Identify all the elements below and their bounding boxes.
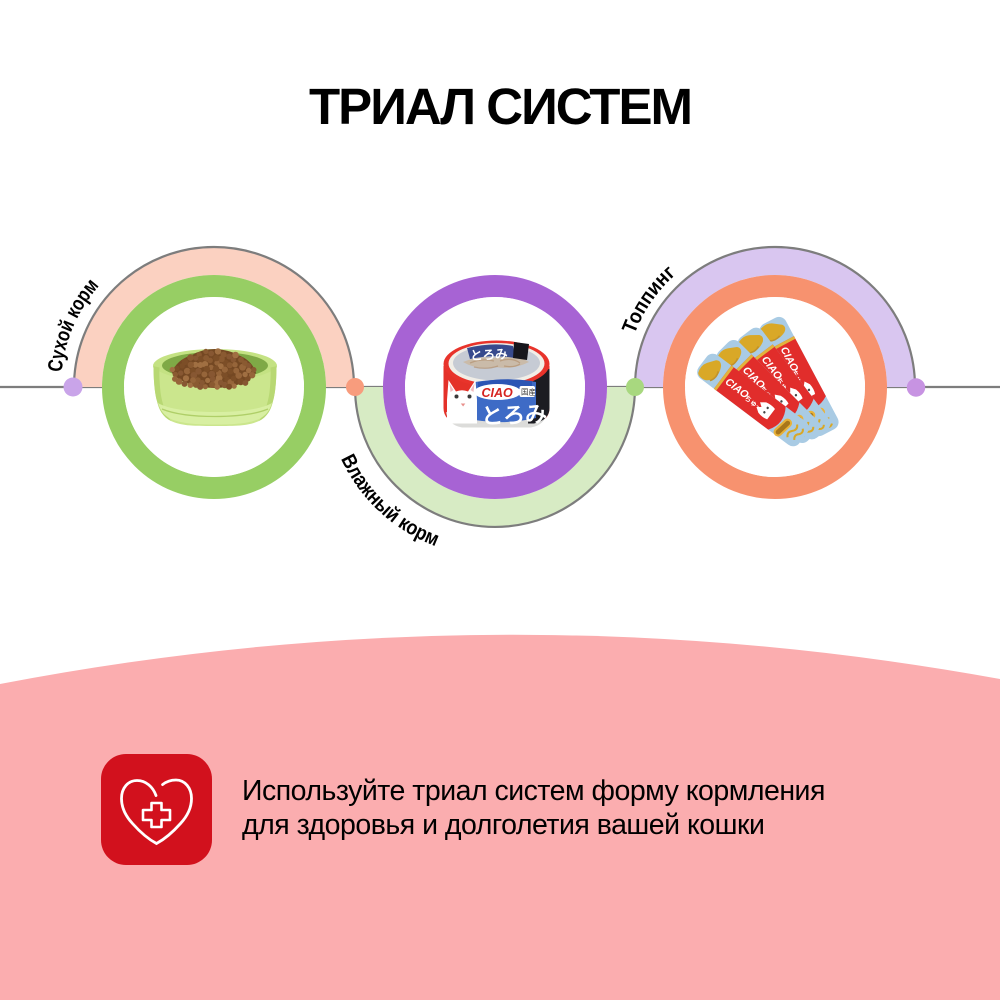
svg-text:CIAO: CIAO bbox=[482, 386, 514, 400]
svg-text:とろみ: とろみ bbox=[481, 402, 548, 429]
svg-text:国産: 国産 bbox=[521, 387, 536, 397]
svg-text:とろみ: とろみ bbox=[470, 347, 509, 363]
